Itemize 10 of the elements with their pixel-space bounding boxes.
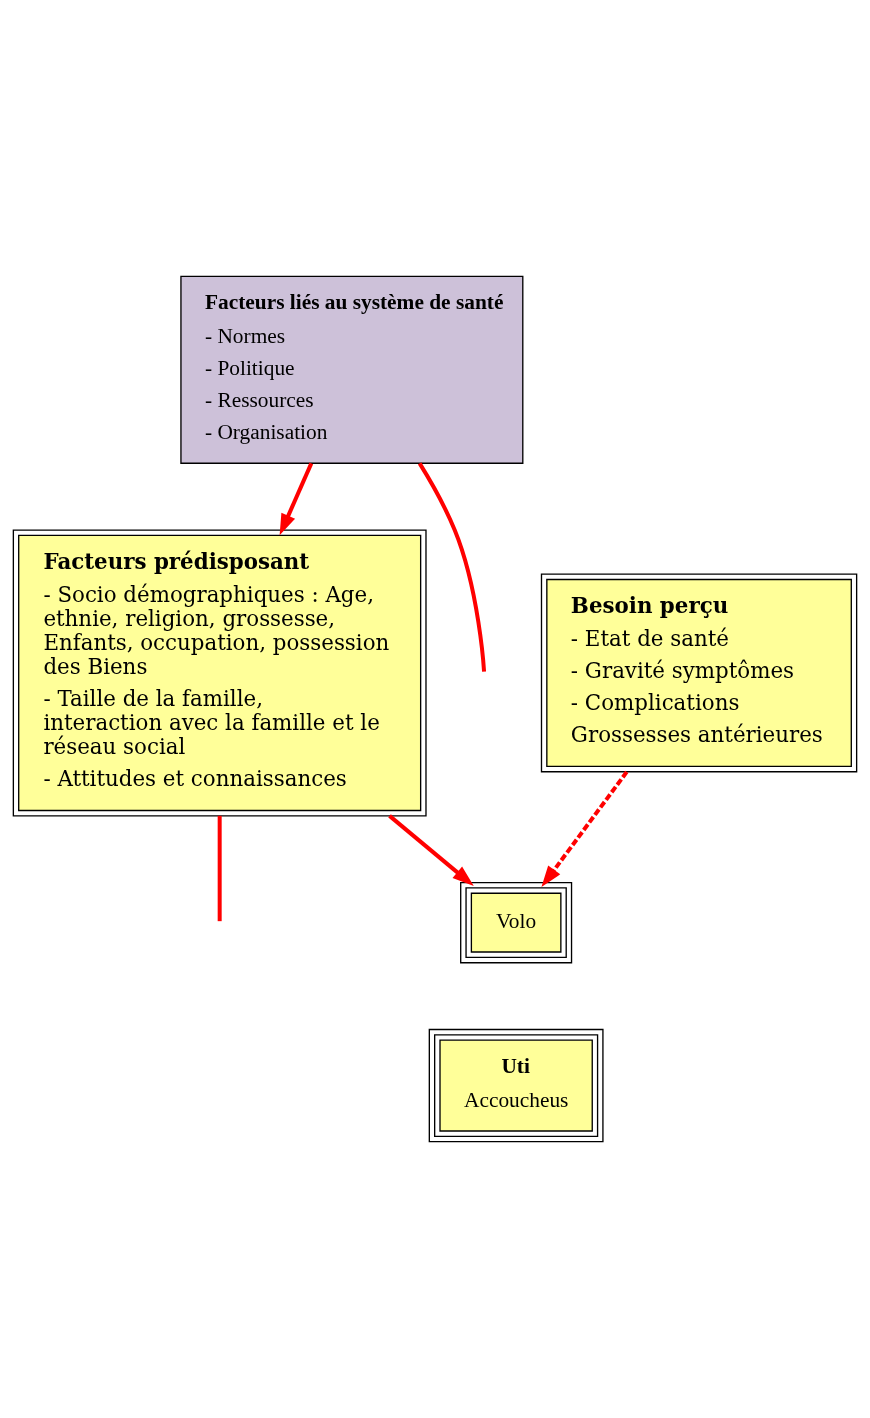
node-box: Uti Accoucheus bbox=[428, 1028, 604, 1143]
arrow bbox=[279, 462, 314, 536]
arrow bbox=[388, 814, 474, 887]
connector bbox=[417, 462, 487, 672]
node-box: Facteurs prédisposant - Socio démographiques : Age, ethnie, religion, grossesse, Enfants, occupation, possession des Biens - Taille de la famille, interaction avec la famille et le réseau social - Attitudes et connaissances bbox=[12, 529, 427, 817]
node-box: Facteurs liés au système de santé - Normes - Politique - Ressources - Organisation bbox=[180, 275, 524, 464]
node-box: Besoin perçu - Etat de santé - Gravité symptômes - Complications Grossesses antérieures bbox=[540, 573, 858, 773]
node-box: Volo bbox=[460, 881, 573, 964]
connector bbox=[217, 815, 222, 922]
arrow bbox=[541, 770, 629, 888]
